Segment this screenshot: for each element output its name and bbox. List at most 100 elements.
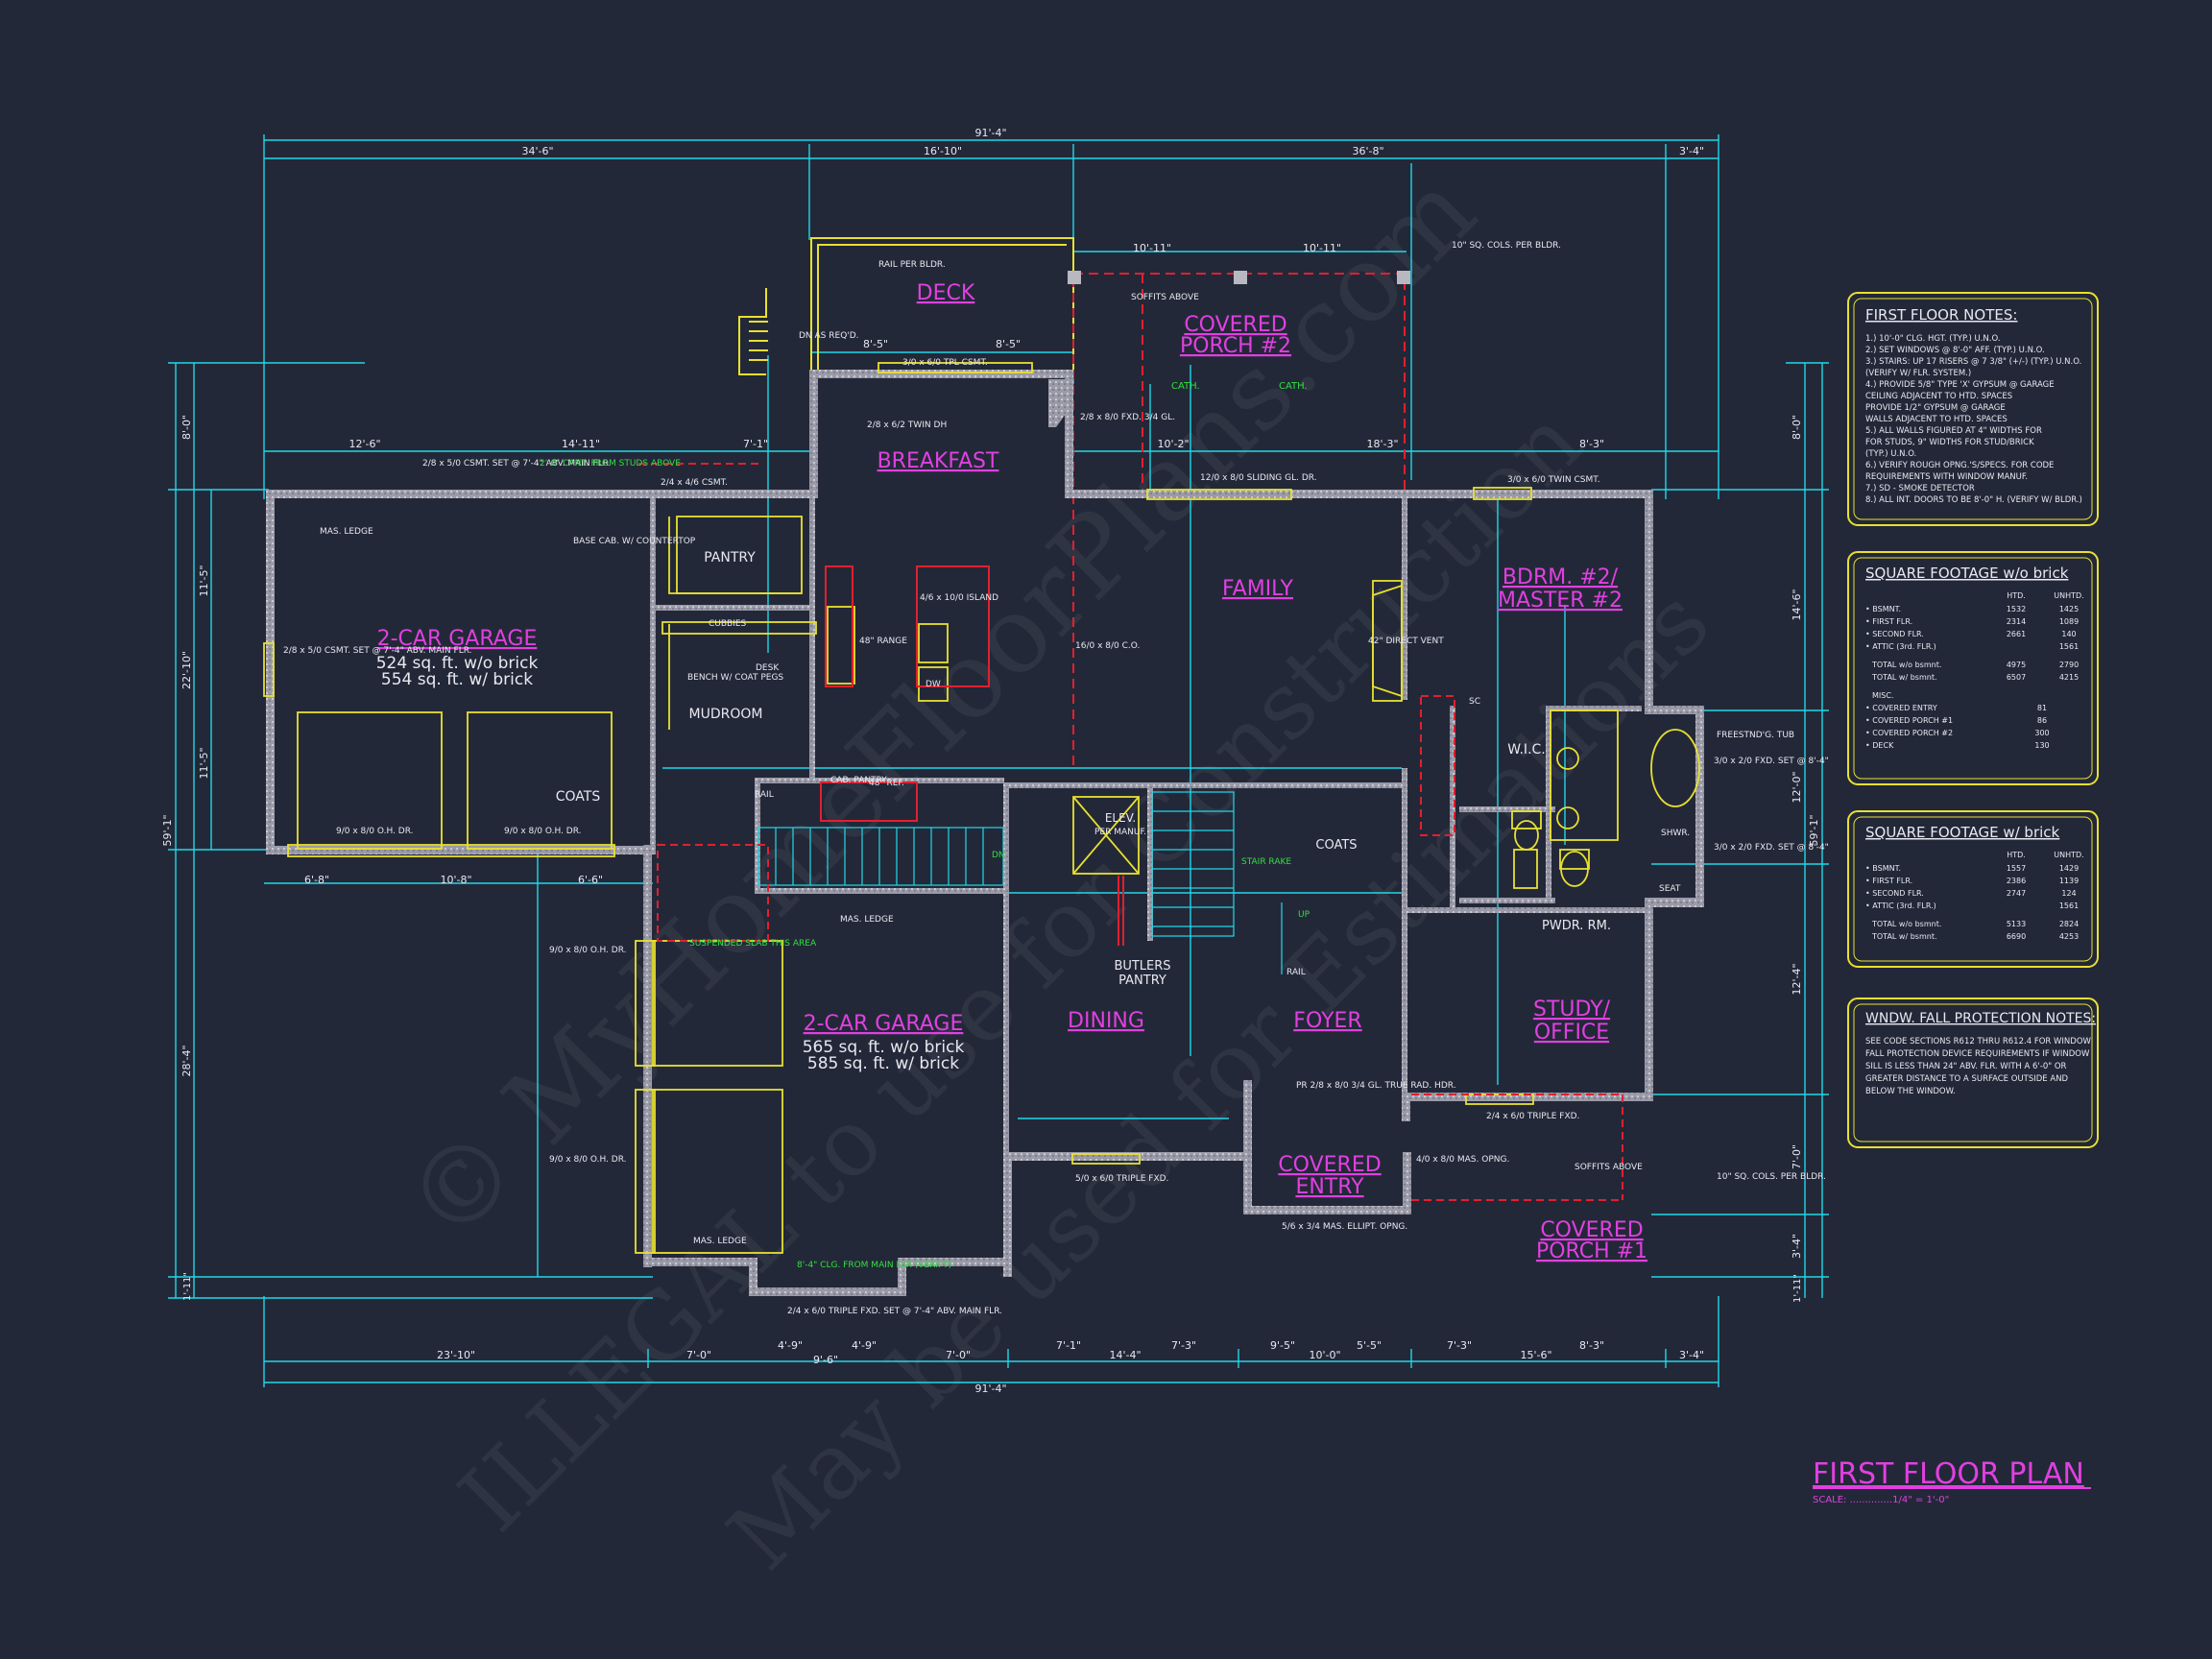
callout-sc: SC bbox=[1469, 697, 1480, 707]
garage-2-area-without-brick: 565 sq. ft. w/o brick bbox=[803, 1038, 965, 1057]
callout-cols-per-bldr: 10" SQ. COLS. PER BLDR. bbox=[1452, 241, 1561, 251]
first-floor-note-line: 7.) SD - SMOKE DETECTOR bbox=[1865, 484, 1975, 493]
sqft-row-htd: 2314 bbox=[2007, 617, 2026, 626]
callout-island: 4/6 x 10/0 ISLAND bbox=[920, 593, 998, 603]
elevator-label-line1: ELEV. bbox=[1105, 811, 1136, 825]
callout-dn-as-reqd: DN AS REQ'D. bbox=[799, 331, 859, 341]
dim-bottom-6: 7'-3" bbox=[1171, 1339, 1196, 1352]
fall-protection-line: GREATER DISTANCE TO A SURFACE OUTSIDE AN… bbox=[1865, 1074, 2069, 1084]
room-label-study-line2: OFFICE bbox=[1534, 1021, 1609, 1045]
callout-csmt-side: 2/8 x 5/0 CSMT. SET @ 7'-4" ABV. MAIN FL… bbox=[283, 646, 472, 656]
first-floor-notes-box: FIRST FLOOR NOTES: 1.) 10'-0" CLG. HGT. … bbox=[1847, 292, 2099, 526]
callout-fxd-34: 2/8 x 8/0 FXD. 3/4 GL. bbox=[1080, 413, 1175, 422]
room-label-breakfast: BREAKFAST bbox=[878, 449, 999, 473]
dim-garage-door-2: 10'-8" bbox=[440, 874, 471, 886]
callout-stair-rake: STAIR RAKE bbox=[1241, 857, 1291, 867]
dim-left-5: 28'-4" bbox=[180, 1045, 193, 1076]
dim-bottom-step-2: 9'-6" bbox=[813, 1354, 838, 1366]
stairs bbox=[757, 791, 1283, 974]
room-label-garage-1: 2-CAR GARAGE bbox=[377, 627, 538, 651]
room-label-coats-2: COATS bbox=[1315, 838, 1357, 853]
sqft-row-unhtd: 1561 bbox=[2059, 642, 2079, 651]
fall-protection-lines: SEE CODE SECTIONS R612 THRU R612.4 FOR W… bbox=[1865, 1037, 2092, 1096]
sqft-total-htd: 6690 bbox=[2007, 932, 2026, 941]
room-label-mudroom: MUDROOM bbox=[689, 707, 763, 722]
callout-fxd-right-2: 3/0 x 2/0 FXD. SET @ 8'-4" bbox=[1714, 843, 1829, 853]
garage-doors-and-fixtures bbox=[263, 362, 1700, 1254]
callout-cath-2: CATH. bbox=[1279, 381, 1308, 392]
room-label-butlers-line1: BUTLERS bbox=[1114, 959, 1170, 974]
garage-2-area-with-brick: 585 sq. ft. w/ brick bbox=[807, 1054, 959, 1073]
room-label-bdrm2-line1: BDRM. #2/ bbox=[1503, 565, 1619, 589]
dim-bottom-9: 5'-5" bbox=[1357, 1339, 1382, 1352]
room-label-deck: DECK bbox=[917, 281, 975, 305]
first-floor-note-line: 4.) PROVIDE 5/8" TYPE 'X' GYPSUM @ GARAG… bbox=[1865, 380, 2055, 390]
room-label-powder-room: PWDR. RM. bbox=[1542, 919, 1611, 933]
dim-top-2: 16'-10" bbox=[924, 145, 962, 157]
sqft-row-htd: 2386 bbox=[2007, 877, 2026, 885]
sqft-misc-value: 81 bbox=[2037, 704, 2047, 712]
sqft-misc-label: • COVERED PORCH #2 bbox=[1865, 729, 1953, 737]
sqft-total-label: TOTAL w/o bsmnt. bbox=[1871, 661, 1941, 669]
sqft-row-htd: 1532 bbox=[2007, 605, 2026, 613]
sqft-row-label: • FIRST FLR. bbox=[1865, 617, 1912, 626]
sqft-total-unhtd: 4215 bbox=[2059, 673, 2079, 682]
dim-left-overall: 59'-1" bbox=[161, 814, 174, 846]
room-label-covered-porch-2-line1: COVERED bbox=[1184, 313, 1286, 337]
room-label-butlers-line2: PANTRY bbox=[1118, 974, 1166, 988]
sqft-misc-value: 130 bbox=[2034, 741, 2049, 750]
sqft-without-title: SQUARE FOOTAGE w/o brick bbox=[1865, 565, 2069, 582]
dim-porch-a: 10'-11" bbox=[1133, 242, 1171, 254]
dim-right-7: 1'-11" bbox=[1792, 1274, 1803, 1303]
sqft-row-label: • ATTIC (3rd. FLR.) bbox=[1865, 642, 1936, 651]
room-label-dining: DINING bbox=[1068, 1009, 1144, 1033]
sqft-with-brick-box: SQUARE FOOTAGE w/ brick HTD. UNHTD. • BS… bbox=[1847, 810, 2099, 968]
elevator-label-line2: PER MANUF. bbox=[1094, 828, 1146, 837]
first-floor-note-line: 8.) ALL INT. DOORS TO BE 8'-0" H. (VERIF… bbox=[1865, 495, 2082, 505]
room-label-covered-porch-1-line2: PORCH #1 bbox=[1536, 1239, 1647, 1263]
exterior-walls bbox=[266, 370, 1704, 1296]
garage-1-area-with-brick: 554 sq. ft. w/ brick bbox=[381, 670, 533, 689]
callout-suspended-slab: SUSPENDED SLAB THIS AREA bbox=[689, 939, 817, 949]
first-floor-notes-title: FIRST FLOOR NOTES: bbox=[1865, 306, 2017, 324]
callout-soffits-above-2: SOFFITS ABOVE bbox=[1575, 1163, 1643, 1172]
dim-bottom-3: 7'-0" bbox=[946, 1349, 971, 1361]
porch-2-columns bbox=[1068, 271, 1410, 284]
room-label-study-line1: STUDY/ bbox=[1533, 998, 1611, 1022]
dim-right-4: 12'-4" bbox=[1791, 963, 1803, 995]
callout-mas-ledge-2: MAS. LEDGE bbox=[840, 915, 894, 925]
sqft-row-unhtd: 1089 bbox=[2059, 617, 2079, 626]
callout-csmt-garage: 2/8 x 5/0 CSMT. SET @ 7'-4" ABV. MAIN FL… bbox=[422, 459, 612, 469]
dim-deck-a: 8'-5" bbox=[863, 338, 888, 350]
room-label-foyer: FOYER bbox=[1293, 1009, 1361, 1033]
dim-right-overall: 59'-1" bbox=[1808, 814, 1820, 846]
dim-bottom-2: 7'-0" bbox=[686, 1349, 711, 1361]
dim-garage-a: 12'-6" bbox=[349, 438, 380, 450]
callout-twin-csmt: 3/0 x 6/0 TWIN CSMT. bbox=[1507, 475, 1600, 485]
title-block: FIRST FLOOR PLAN SCALE: ..............1/… bbox=[1813, 1457, 2091, 1505]
callout-base-cab: BASE CAB. W/ COUNTERTOP bbox=[573, 537, 696, 546]
sqft-row-unhtd: 1561 bbox=[2059, 902, 2079, 910]
sqft-total-unhtd: 2824 bbox=[2059, 920, 2079, 928]
sqft-without-brick-box: SQUARE FOOTAGE w/o brick HTD. UNHTD. • B… bbox=[1847, 551, 2099, 785]
callout-rail-2: RAIL bbox=[755, 790, 774, 800]
callout-mas-opening: 4/0 x 8/0 MAS. OPNG. bbox=[1416, 1155, 1509, 1165]
callout-tpl-csmt: 3/0 x 6/0 TPL CSMT. bbox=[902, 358, 988, 368]
dim-bottom-step-3: 4'-9" bbox=[852, 1339, 877, 1352]
sqft-row-label: • SECOND FLR. bbox=[1865, 889, 1924, 898]
dim-garage-door-1: 6'-8" bbox=[304, 874, 329, 886]
callouts: RAIL PER BLDR. DN AS REQ'D. 3/0 x 6/0 TP… bbox=[283, 241, 1829, 1316]
callout-mas-ledge: MAS. LEDGE bbox=[320, 527, 373, 537]
dim-right-1: 8'-0" bbox=[1791, 415, 1803, 440]
room-label-garage-2: 2-CAR GARAGE bbox=[804, 1012, 964, 1036]
sqft-row-unhtd: 140 bbox=[2061, 630, 2076, 638]
sqft-misc-heading: MISC. bbox=[1872, 691, 1893, 700]
first-floor-note-line: 2.) SET WINDOWS @ 8'-0" AFF. (TYP.) U.N.… bbox=[1865, 346, 2045, 355]
dim-bottom-4: 7'-1" bbox=[1056, 1339, 1081, 1352]
callout-oh-door-1: 9/0 x 8/0 O.H. DR. bbox=[336, 827, 414, 836]
callout-mas-ledge-3: MAS. LEDGE bbox=[693, 1237, 747, 1246]
sqft-misc-label: • DECK bbox=[1865, 741, 1894, 750]
sqft-with-col-unhtd: UNHTD. bbox=[2054, 851, 2083, 859]
